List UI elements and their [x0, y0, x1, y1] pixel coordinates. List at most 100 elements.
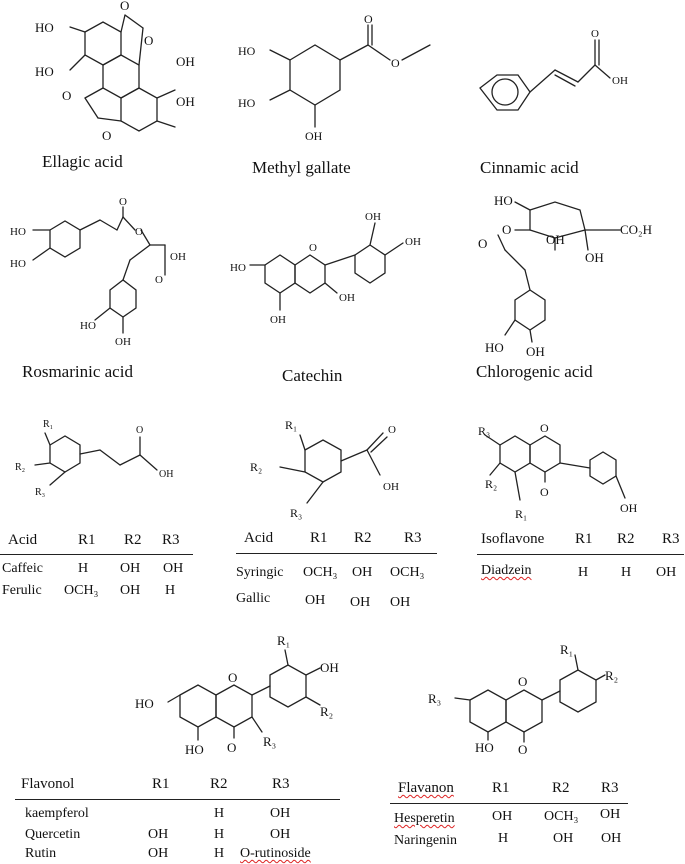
table-cell: OH: [163, 561, 184, 576]
atom-label: OH: [159, 469, 173, 480]
table-header: R2: [354, 530, 372, 546]
table-header: Acid: [244, 530, 274, 546]
atom-label: HO: [485, 340, 504, 355]
substituent-label: R₂: [250, 460, 262, 474]
atom-label: HO: [10, 226, 26, 238]
table-header: R2: [210, 776, 228, 792]
table-cell: OH: [390, 595, 411, 610]
table-header: R1: [575, 531, 593, 547]
table-rule: [15, 799, 340, 800]
table-cell: H: [165, 583, 176, 598]
table-cell: Ferulic: [2, 583, 42, 598]
table-cell: OH: [270, 827, 291, 842]
atom-label: OH: [383, 481, 399, 493]
table-cell: Diadzein: [481, 563, 532, 578]
atom-label: OH: [620, 501, 638, 515]
atom-label: OH: [546, 232, 565, 247]
atom-label: OH: [176, 94, 195, 109]
table-cell: OH: [148, 827, 169, 842]
atom-label: HO: [494, 193, 513, 208]
table-rule: [477, 554, 684, 555]
table-cell: OH: [305, 593, 326, 608]
table-rule: [390, 803, 628, 804]
table-header: Flavanon: [398, 780, 454, 796]
atom-label: O: [518, 674, 527, 689]
atom-label: OH: [320, 660, 339, 675]
atom-label: HO: [185, 742, 204, 757]
substituent-label: R₁: [43, 419, 53, 430]
compound-name: Cinnamic acid: [480, 158, 579, 177]
atom-label: HO: [135, 696, 154, 711]
atom-label: O: [227, 740, 236, 755]
cinnamic-acid-structure: O OH: [479, 28, 628, 111]
table-cell: H: [578, 565, 589, 580]
substituent-label: R₃: [35, 487, 45, 498]
hydroxycinnamic-scaffold: R₁ R₂ R₃ O OH: [15, 419, 173, 498]
ellagic-acid-structure: O HO O HO OH O OH O: [35, 0, 195, 143]
table-header: R1: [310, 530, 328, 546]
table-header: Isoflavone: [481, 531, 545, 547]
table-cell: OH: [492, 809, 513, 824]
atom-label: OH: [405, 236, 421, 248]
flavanone-scaffold: R₁ R₂ R₃ O HO O: [428, 642, 618, 757]
table-cell: OCH₃: [303, 565, 338, 580]
atom-label: O: [228, 670, 237, 685]
table-cell: Gallic: [236, 591, 271, 606]
atom-label: OH: [115, 336, 131, 348]
compound-name: Rosmarinic acid: [22, 362, 133, 381]
atom-label: OH: [305, 129, 323, 143]
atom-label: O: [119, 196, 127, 208]
atom-label: O: [591, 28, 599, 40]
table-header: R1: [492, 780, 510, 796]
atom-label: O: [135, 226, 143, 238]
atom-label: OH: [526, 344, 545, 359]
table-cell: OH: [270, 806, 291, 821]
table-cell: OH: [656, 565, 677, 580]
atom-label: O: [120, 0, 129, 13]
atom-label: HO: [35, 64, 54, 79]
atom-label: HO: [35, 20, 54, 35]
isoflavone-scaffold: R₃ O R₂ R₁ O OH: [478, 421, 638, 521]
table-cell: H: [214, 846, 225, 861]
table-cell: OH: [553, 831, 574, 846]
table-cell: OH: [120, 561, 141, 576]
table-cell: OH: [352, 565, 373, 580]
atom-label: O: [540, 421, 549, 435]
table-header: R2: [552, 780, 570, 796]
table-cell: Rutin: [25, 846, 57, 861]
substituent-label: R₁: [277, 633, 290, 648]
table-header: R3: [162, 532, 180, 548]
atom-label: O: [540, 485, 549, 499]
atom-label: O: [388, 424, 396, 436]
table-cell: H: [78, 561, 89, 576]
atom-label: OH: [612, 75, 628, 87]
table-cell: OH: [350, 595, 371, 610]
table-header: R2: [124, 532, 142, 548]
table-rule: [236, 553, 437, 554]
table-rule: [0, 554, 193, 555]
compound-name: Ellagic acid: [42, 152, 123, 171]
substituent-label: R₃: [263, 734, 276, 749]
substituent-label: R₁: [285, 418, 297, 432]
compound-name: Chlorogenic acid: [476, 362, 593, 381]
table-cell: OH: [601, 831, 622, 846]
atom-label: OH: [365, 211, 381, 223]
compound-name: Methyl gallate: [252, 158, 351, 177]
atom-label: O: [155, 274, 163, 286]
table-header: R3: [272, 776, 290, 792]
hydroxybenzoic-scaffold: R₁ R₂ R₃ O OH: [250, 418, 399, 520]
table-cell: OCH₃: [64, 583, 99, 598]
table-cell: Caffeic: [2, 561, 43, 576]
substituent-label: R₃: [428, 691, 441, 706]
atom-label: O: [391, 56, 400, 70]
table-cell: OH: [600, 807, 621, 822]
atom-label: O: [144, 33, 153, 48]
atom-label: OH: [170, 251, 186, 263]
table-header: R1: [78, 532, 96, 548]
substituent-label: R₃: [478, 424, 490, 438]
atom-label: O: [62, 88, 71, 103]
table-cell: H: [621, 565, 632, 580]
table-header: R3: [662, 531, 680, 547]
atom-label: HO: [238, 96, 256, 110]
substituent-label: R₂: [15, 462, 25, 473]
